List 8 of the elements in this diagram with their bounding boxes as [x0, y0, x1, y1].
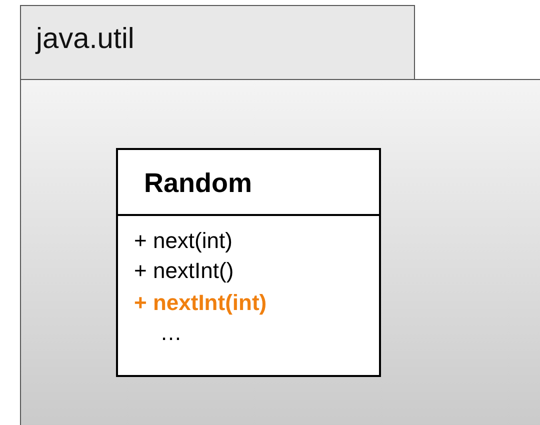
package-name: java.util — [36, 23, 134, 56]
method-text: + nextInt() — [134, 258, 234, 284]
class-box — [116, 148, 381, 377]
package-frame — [20, 5, 540, 425]
class-name: Random — [144, 168, 252, 199]
ellipsis: … — [160, 320, 182, 346]
method-text: + next(int) — [134, 228, 232, 254]
method-text: + nextInt(int) — [134, 290, 267, 316]
